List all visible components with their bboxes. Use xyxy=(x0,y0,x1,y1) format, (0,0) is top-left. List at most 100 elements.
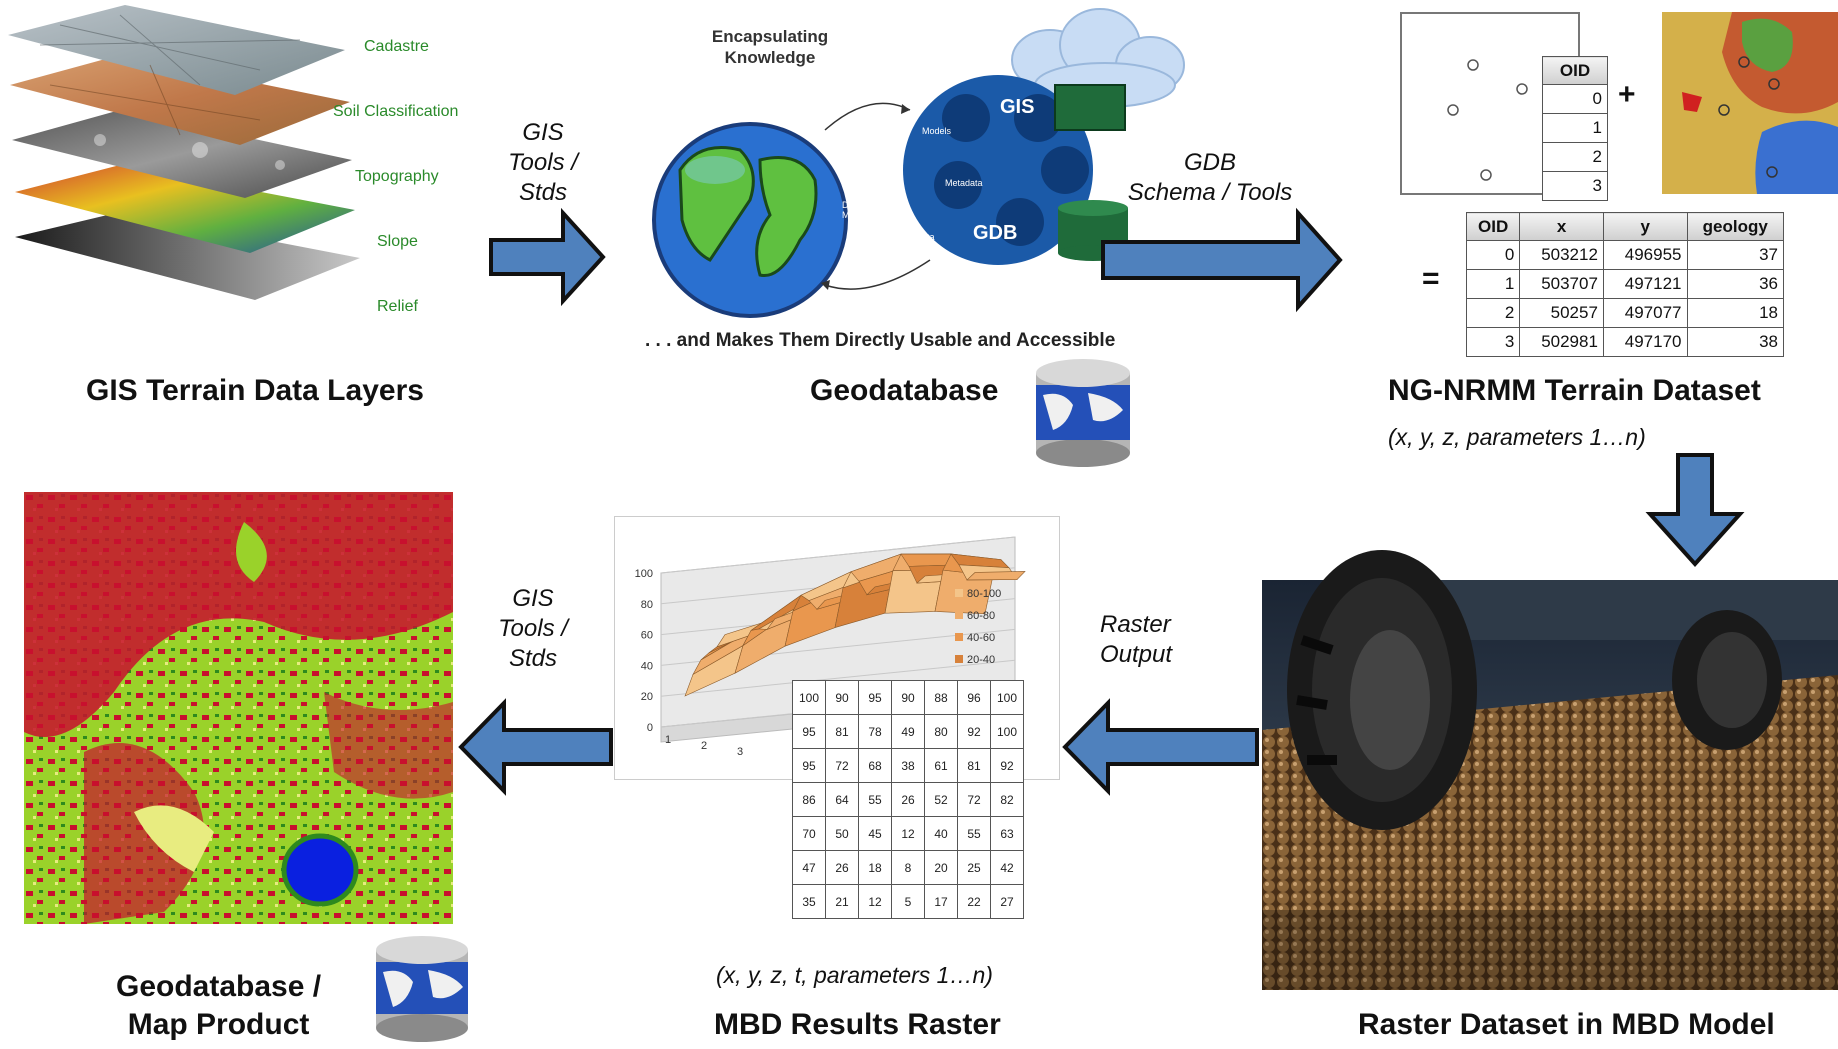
raster-cell: 78 xyxy=(858,714,892,749)
raster-cell: 100 xyxy=(990,680,1024,715)
arrow-left-4 xyxy=(458,698,613,796)
map-product-title: Geodatabase /Map Product xyxy=(116,970,322,1041)
raster-cell: 90 xyxy=(825,680,859,715)
land-cover-map xyxy=(24,492,453,924)
raster-cell: 72 xyxy=(957,782,991,817)
arrow-right-1 xyxy=(489,207,606,307)
layer-label-soil: Soil Classification xyxy=(333,103,459,120)
legend-label: 20-40 xyxy=(967,654,995,666)
raster-cell: 95 xyxy=(858,680,892,715)
raster-cell: 90 xyxy=(891,680,925,715)
gridline xyxy=(660,536,1016,574)
legend-label: 40-60 xyxy=(967,632,995,644)
equals-sign: = xyxy=(1422,262,1440,295)
raster-cell: 42 xyxy=(990,850,1024,885)
results-title: MBD Results Raster xyxy=(714,1008,1001,1041)
raster-cell: 45 xyxy=(858,816,892,851)
layer-label-slope: Slope xyxy=(377,233,418,250)
x-tick-label: 1 xyxy=(665,734,671,746)
raster-cell: 95 xyxy=(792,748,826,783)
raster-cell: 5 xyxy=(891,884,925,919)
gis-box-label: GIS xyxy=(1000,96,1035,118)
y-tick-label: 80 xyxy=(641,599,653,611)
raster-cell: 26 xyxy=(891,782,925,817)
arrow-left-3 xyxy=(1062,698,1259,796)
arrow-down xyxy=(1645,453,1745,567)
circle-item-models: Models xyxy=(922,126,952,136)
raster-cell: 55 xyxy=(957,816,991,851)
raster-cell: 27 xyxy=(990,884,1024,919)
raster-cell: 88 xyxy=(924,680,958,715)
raster-cell: 47 xyxy=(792,850,826,885)
terrain-layers-panel: Cadastre Soil Classification Topography … xyxy=(0,0,480,407)
col-header-oid: OID xyxy=(1465,212,1521,241)
oid-table: OID 0 1 2 3 xyxy=(1542,56,1608,201)
x-tick-label: 2 xyxy=(701,740,707,752)
geology-map-thumbnail xyxy=(1662,12,1838,194)
raster-cell: 52 xyxy=(924,782,958,817)
legend-swatch xyxy=(955,633,963,641)
raster-cell: 12 xyxy=(891,816,925,851)
raster-cell: 12 xyxy=(858,884,892,919)
raster-cell: 100 xyxy=(792,680,826,715)
raster-cell: 92 xyxy=(957,714,991,749)
mbd-model-title: Raster Dataset in MBD Model xyxy=(1358,1008,1775,1041)
col-header-x: x xyxy=(1519,212,1604,241)
database-globe-icon xyxy=(1036,359,1130,467)
soil-layer xyxy=(10,55,350,145)
raster-cell: 8 xyxy=(891,850,925,885)
y-tick-label: 100 xyxy=(635,568,653,580)
raster-cell: 80 xyxy=(924,714,958,749)
raster-cell: 61 xyxy=(924,748,958,783)
legend-label: 80-100 xyxy=(967,588,1001,600)
cadastre-layer xyxy=(8,5,345,95)
layer-stack-graphic xyxy=(8,5,360,300)
col-header-y: y xyxy=(1602,212,1688,241)
legend-swatch xyxy=(955,611,963,619)
relief-layer xyxy=(15,212,360,300)
geodatabase-graphic xyxy=(652,8,1185,318)
raster-cell: 72 xyxy=(825,748,859,783)
circle-item-data-models: Data Models xyxy=(842,200,872,220)
raster-cell: 82 xyxy=(990,782,1024,817)
legend-swatch xyxy=(955,589,963,597)
layer-label-cadastre: Cadastre xyxy=(364,38,429,55)
raster-cell: 26 xyxy=(825,850,859,885)
raster-cell: 22 xyxy=(957,884,991,919)
raster-cell: 100 xyxy=(990,714,1024,749)
raster-cell: 20 xyxy=(924,850,958,885)
raster-cell: 25 xyxy=(957,850,991,885)
raster-cell: 40 xyxy=(924,816,958,851)
circle-item-geodata-sets: Geodata Sets xyxy=(900,232,935,252)
y-tick-label: 40 xyxy=(641,660,653,672)
circle-item-metadata: Metadata xyxy=(945,178,983,188)
raster-cell: 68 xyxy=(858,748,892,783)
arrow-right-2 xyxy=(1101,207,1343,313)
circle-item-maps: Maps xyxy=(856,134,879,144)
layer-label-topography: Topography xyxy=(355,168,439,185)
gis-box xyxy=(1054,84,1126,131)
tire-icon xyxy=(1287,550,1477,830)
globe-icon xyxy=(652,122,848,318)
gdb-box-label: GDB xyxy=(973,222,1018,244)
raster-cell: 95 xyxy=(792,714,826,749)
geodatabase-title: Geodatabase xyxy=(810,374,999,407)
slope-layer xyxy=(15,165,355,253)
surface-facet xyxy=(966,571,1026,581)
